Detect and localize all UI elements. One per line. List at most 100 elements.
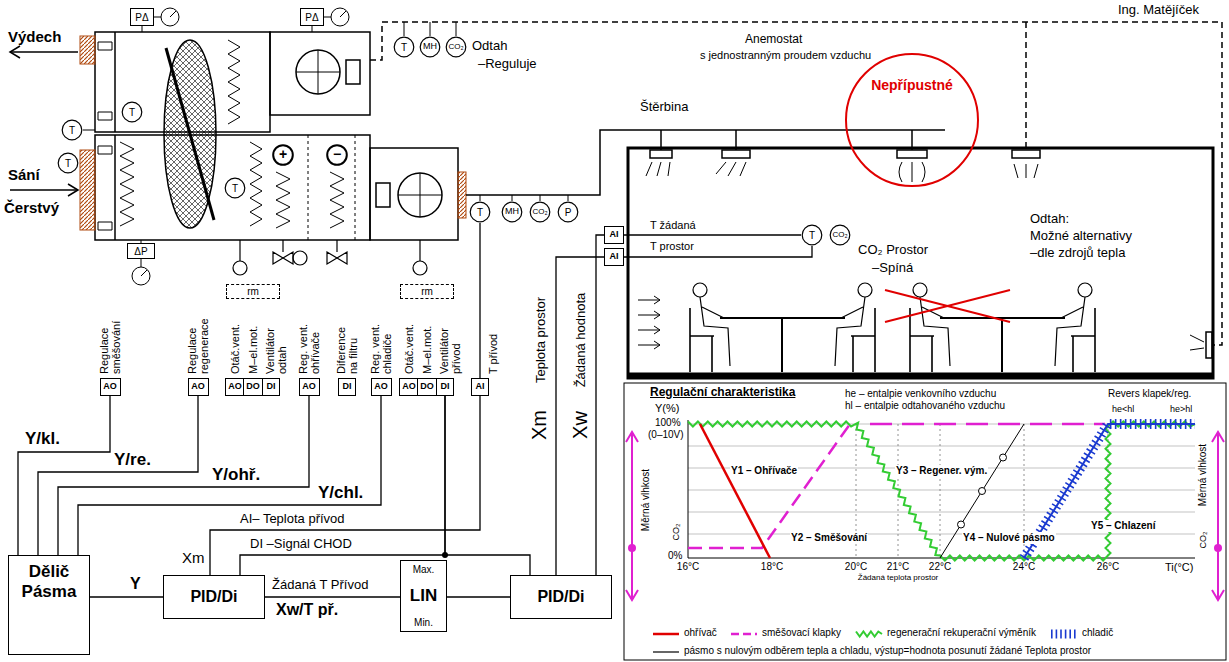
signal-name: Xm	[182, 549, 205, 566]
node-text: DI	[343, 382, 352, 392]
axis-label: Ti(°C)	[1165, 561, 1193, 574]
sensor-circle: T	[469, 201, 491, 223]
chart	[958, 521, 965, 528]
room	[638, 296, 660, 349]
chart	[1217, 434, 1219, 598]
sensor-circle: MH	[419, 36, 441, 58]
valve	[273, 252, 293, 264]
gauge	[312, 26, 313, 32]
node-text: DO	[246, 382, 260, 392]
chart	[628, 544, 636, 552]
sensor-wire	[540, 195, 541, 201]
air-handling-unit	[330, 172, 344, 228]
air-handling-unit	[95, 135, 370, 240]
node-text: AO	[228, 382, 242, 392]
sensor-outline	[58, 153, 78, 173]
sensor-wire	[512, 195, 513, 201]
legend-swatch	[652, 628, 680, 640]
sensor-wire	[480, 195, 481, 201]
axis-tick: (0–10V)	[648, 429, 684, 441]
signal-name: Žádaná T Přívod	[272, 578, 368, 593]
axis-label: Měrná vlhkost	[1197, 444, 1209, 506]
signal-name: Otáč.vent.	[403, 314, 415, 374]
axis-tick: 22°C	[929, 561, 951, 573]
signal-name: Ventilátor odtah	[264, 312, 288, 374]
signal-wire	[38, 396, 198, 555]
axis-label: Žádaná teplota prostor	[858, 573, 939, 582]
air-handling-unit	[376, 183, 390, 207]
node-text: rm	[421, 286, 433, 297]
duct	[722, 150, 750, 158]
note: he>hl	[1170, 404, 1192, 414]
sensor-circle: CO₂	[829, 224, 851, 246]
duct	[370, 22, 1222, 345]
room	[910, 283, 950, 372]
node-text: AI	[610, 252, 619, 262]
valve	[293, 251, 307, 265]
io-box: AO	[371, 378, 392, 396]
note: Odtah	[472, 39, 507, 54]
io-box: ΔP	[127, 243, 155, 259]
signal-label: Y/kl.	[25, 429, 60, 449]
chart	[870, 423, 1105, 426]
air-handling-unit	[114, 135, 116, 240]
sensor-outline	[802, 225, 822, 245]
node-text: Dělič Pásma	[12, 562, 86, 601]
note: Revers klapek/reg.	[1108, 388, 1191, 400]
axis-tick: 24°C	[1013, 561, 1035, 573]
sensor-outline	[225, 178, 245, 198]
signal-label: T prostor	[650, 240, 694, 253]
gauge	[331, 8, 349, 26]
air-handling-unit	[120, 142, 134, 226]
duct	[897, 150, 927, 158]
node-text: AO	[103, 382, 117, 392]
signal-label: Xw/T př.	[276, 601, 338, 619]
io-box: DO	[417, 378, 438, 396]
gauge	[170, 11, 176, 17]
legend-swatch	[855, 628, 883, 640]
chart	[979, 488, 986, 495]
gauge	[132, 8, 349, 285]
chart	[688, 424, 1195, 534]
io-box: DO	[243, 378, 264, 396]
io-box: PΔ	[300, 8, 324, 26]
legend-text: ohřívač	[684, 627, 717, 639]
signal-name: Reg. vent. chladiče	[369, 314, 393, 374]
chart	[1214, 544, 1222, 552]
room	[1190, 335, 1204, 350]
gauge	[141, 270, 147, 276]
io-box: PΔ	[130, 8, 154, 26]
room	[628, 148, 1213, 378]
sensor-circle: T	[393, 36, 415, 58]
signal-wire	[624, 234, 801, 235]
note: –Reguluje	[478, 57, 537, 72]
chart-title: Regulační charakteristika	[650, 386, 795, 400]
chart	[1212, 432, 1224, 600]
room	[628, 148, 1213, 378]
gauge	[132, 267, 150, 285]
chart	[688, 422, 1195, 561]
io-box: AI	[471, 378, 489, 396]
sensor-outline	[446, 37, 466, 57]
controller-box: Max.LINMin.	[400, 560, 447, 632]
air-handling-unit	[164, 40, 216, 228]
node-text: T	[232, 183, 238, 194]
air-handling-unit	[98, 42, 112, 230]
signal-name: Diference na filtru	[335, 316, 359, 374]
io-box: AO	[100, 378, 121, 396]
valve	[239, 240, 240, 261]
node-text: AO	[402, 382, 416, 392]
io-box: DI	[436, 378, 454, 396]
air-handling-unit	[398, 173, 442, 217]
sensor-circle: T	[57, 152, 79, 174]
signal-wire	[596, 235, 604, 575]
signal-wire	[18, 396, 110, 555]
curve-label: Y3 – Regener. vým.	[895, 465, 988, 477]
node-text: T	[809, 230, 815, 241]
note: –dle zdrojů tepla	[1030, 246, 1125, 261]
chart	[624, 383, 1226, 660]
grille	[80, 36, 95, 64]
io-box: AO	[188, 378, 209, 396]
legend-text: pásmo s nulovým odběrem tepla a chladu, …	[684, 645, 1091, 657]
signal-name: Xm	[528, 410, 551, 440]
